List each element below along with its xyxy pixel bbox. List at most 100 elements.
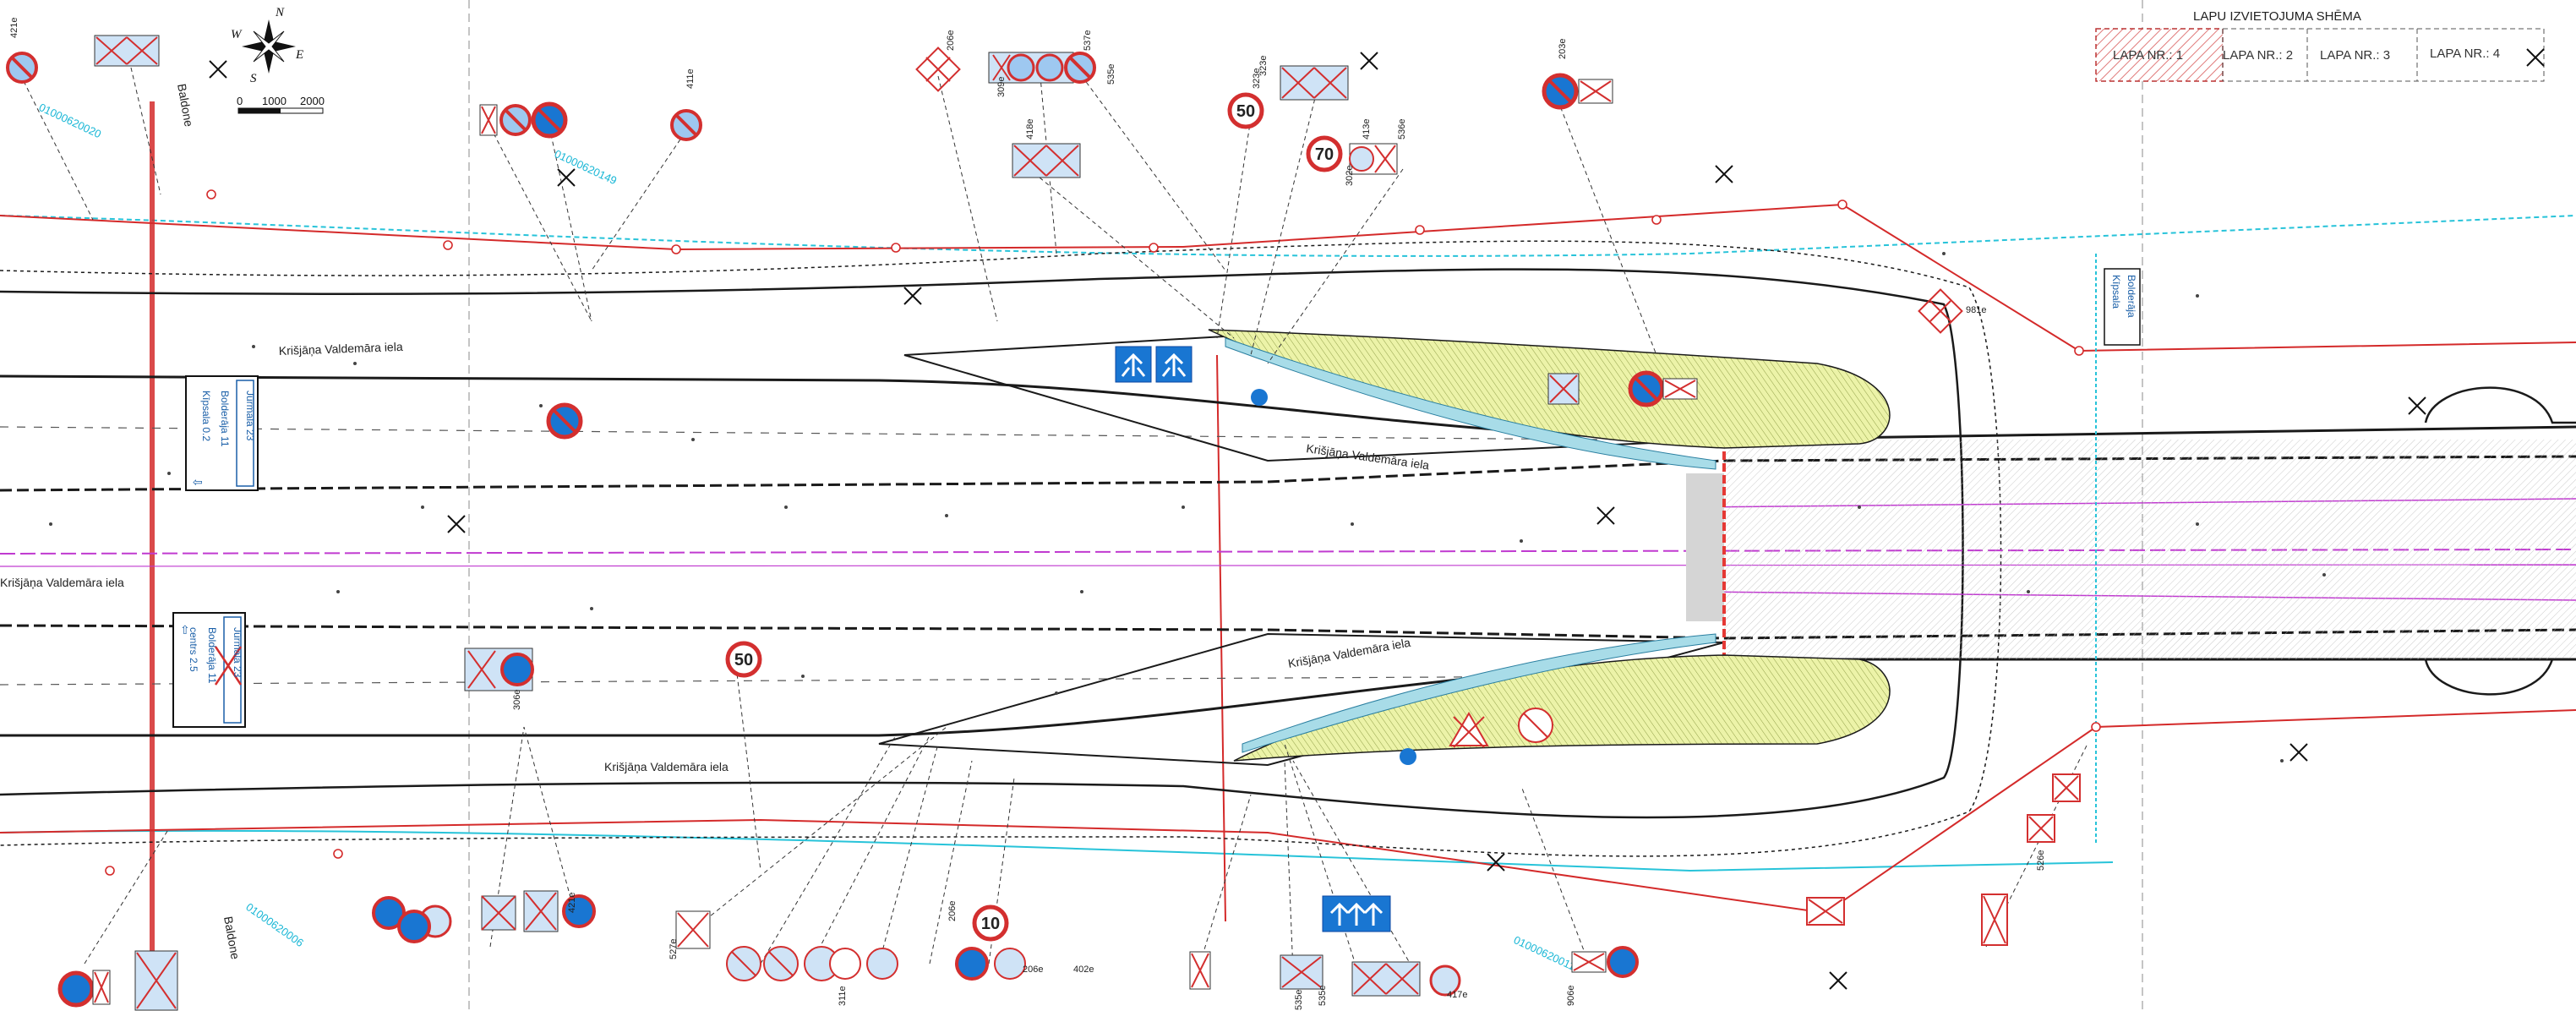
legend-sheet-3[interactable]: LAPA NR.: 3: [2320, 48, 2390, 63]
no-parking-sign: [1628, 370, 1665, 407]
speed-sign-4-value: 10: [981, 915, 1000, 933]
traffic-signs: [6, 35, 2081, 1011]
sign-cluster-bottom-2: [726, 946, 839, 981]
no-stopping-sign: [397, 910, 431, 943]
sign-number: 526e: [2036, 850, 2046, 871]
legend-title: LAPU IZVIETOJUMA SHĒMA: [2193, 9, 2361, 24]
direction-board-upper: Jūrmala 23 Bolderāja 11 Kīpsala 0.2 ⇦: [185, 375, 259, 491]
speed-sign-2: 70: [1306, 135, 1343, 172]
sign-number: 535e: [1294, 990, 1304, 1010]
speed-sign-3: 50: [725, 641, 762, 678]
sign-cluster-bottom: [675, 910, 711, 949]
sign-number: 203e: [1558, 39, 1568, 59]
parcel-codes: 01000620020 01000620149 01000620006 0100…: [37, 101, 1578, 973]
sign-number: 421e: [9, 18, 19, 38]
sign-number: 302e: [1345, 166, 1355, 186]
board-upper-line-1: Jūrmala 23: [244, 391, 256, 441]
sign-plate: [1578, 79, 1613, 104]
info-marker-icon: [1251, 389, 1268, 406]
sign-plate: [1662, 378, 1698, 400]
info-marker-icon: [1400, 748, 1416, 765]
sign-cluster-bottom-4: [1189, 951, 1211, 990]
no-stopping-sign: [670, 109, 702, 141]
parcel-code-bottom-left: 01000620006: [243, 900, 306, 949]
direction-board-lower: Jūrmala 23 Bolderāja 11 centrs 2.5 ⇧: [172, 612, 246, 728]
crossed-sign: [1547, 373, 1580, 405]
scale-bar: 0 1000 2000: [237, 95, 325, 114]
crossed-sign: [2052, 773, 2081, 802]
street-label-mid-lower: Krišjāņa Valdemāra iela: [1287, 636, 1412, 670]
legend-sheet-1[interactable]: LAPA NR.: 1: [2113, 48, 2183, 63]
scale-tick-2000: 2000: [300, 95, 325, 107]
sign-number: 417e: [1447, 990, 1467, 1000]
sign-cluster-bottom-left: [372, 895, 516, 938]
sign-plate: [479, 104, 498, 136]
board-lower-line-3: centrs 2.5: [188, 627, 199, 672]
sign-number: 306e: [512, 690, 522, 710]
speed-sign-4: 10: [972, 904, 1009, 942]
sheet-legend: LAPU IZVIETOJUMA SHĒMA LAPA NR.: 1 LAPA …: [2095, 9, 2545, 82]
crossed-sign: [1806, 897, 1845, 926]
street-label-top: Krišjāņa Valdemāra iela: [279, 340, 403, 358]
legend-sheet-4[interactable]: LAPA NR.: 4: [2430, 46, 2500, 61]
parcel-code-bottom-mid: 01000620011: [1512, 933, 1578, 973]
street-label-bottom: Krišjāņa Valdemāra iela: [604, 760, 729, 773]
no-stopping-sign: [1429, 965, 1461, 997]
crossed-sign-pair: [1012, 143, 1081, 178]
board-right-line-1: Kīpsala: [2110, 275, 2122, 309]
street-label-mid-upper: Krišjāņa Valdemāra iela: [1306, 441, 1431, 472]
sign-number: 206e: [1023, 965, 1043, 975]
sign-cluster-bottom-left-2: [523, 890, 596, 932]
sign-number: 309e: [996, 77, 1007, 97]
crossed-sign: [1518, 708, 1553, 743]
crossed-sign-pair: [464, 648, 534, 691]
leader-lines: [16, 67, 2088, 981]
speed-sign-3-value: 50: [734, 651, 753, 669]
sign-cluster-bottom-3: [829, 947, 1026, 981]
crossed-sign-pair: [94, 35, 160, 67]
sign-number: 206e: [946, 30, 956, 51]
sign-cluster-bottom-7: [1571, 946, 1639, 978]
scale-tick-1000: 1000: [262, 95, 287, 107]
scale-tick-0: 0: [237, 95, 243, 107]
info-markers: [1251, 389, 1416, 765]
sign-number: 981e: [1966, 305, 1986, 315]
crossed-sign-triple: [1349, 143, 1398, 175]
no-parking-sign: [531, 101, 568, 139]
sign-number-labels: 421e 206e 309e 535e 323e 413e 302e 536e …: [9, 18, 2046, 1010]
legend-sheet-2[interactable]: LAPA NR.: 2: [2223, 48, 2293, 63]
sign-number: 527e: [669, 939, 679, 959]
speed-sign-2-value: 70: [1315, 145, 1334, 164]
sign-number: 906e: [1566, 986, 1576, 1006]
no-parking-sign: [57, 970, 95, 1008]
street-label-baldone-bottom: Baldone: [221, 915, 243, 961]
legend-cross-icon: [2526, 48, 2545, 67]
warning-triangle-crossed: [1449, 712, 1489, 748]
speed-sign-1: 50: [1227, 92, 1264, 129]
crossed-sign: [1918, 288, 1963, 334]
sign-number: 418e: [1025, 119, 1035, 139]
crossed-sign: [134, 950, 178, 1011]
sign-number: 402e: [1073, 965, 1094, 975]
sign-number: 411e: [685, 68, 696, 89]
compass-n: N: [275, 6, 285, 19]
street-label-baldone-top: Baldone: [175, 83, 196, 128]
sign-number: 535e: [1106, 64, 1116, 85]
board-right-line-2: Bolderāja: [2126, 275, 2137, 318]
compass-rose: N S E W: [231, 6, 303, 85]
survey-points: [49, 252, 2326, 762]
crossed-sign: [1981, 894, 2008, 946]
sign-number: 537e: [1083, 30, 1093, 51]
no-parking-sign: [546, 402, 583, 440]
crossed-sign-pair: [1280, 65, 1349, 101]
board-lower-arrow-icon: ⇧: [180, 623, 190, 637]
sign-number: 206e: [947, 901, 958, 921]
sign-cluster-bottom-5: [1280, 954, 1323, 990]
crossed-sign: [915, 46, 961, 92]
grid-crosses: [209, 52, 2426, 990]
sign-number: 421e: [567, 893, 577, 913]
speed-limit-signs: 50 70 50 10: [725, 92, 1343, 942]
sign-cluster-bottom-6: [1351, 961, 1421, 997]
no-stopping-sign: [1064, 52, 1096, 84]
